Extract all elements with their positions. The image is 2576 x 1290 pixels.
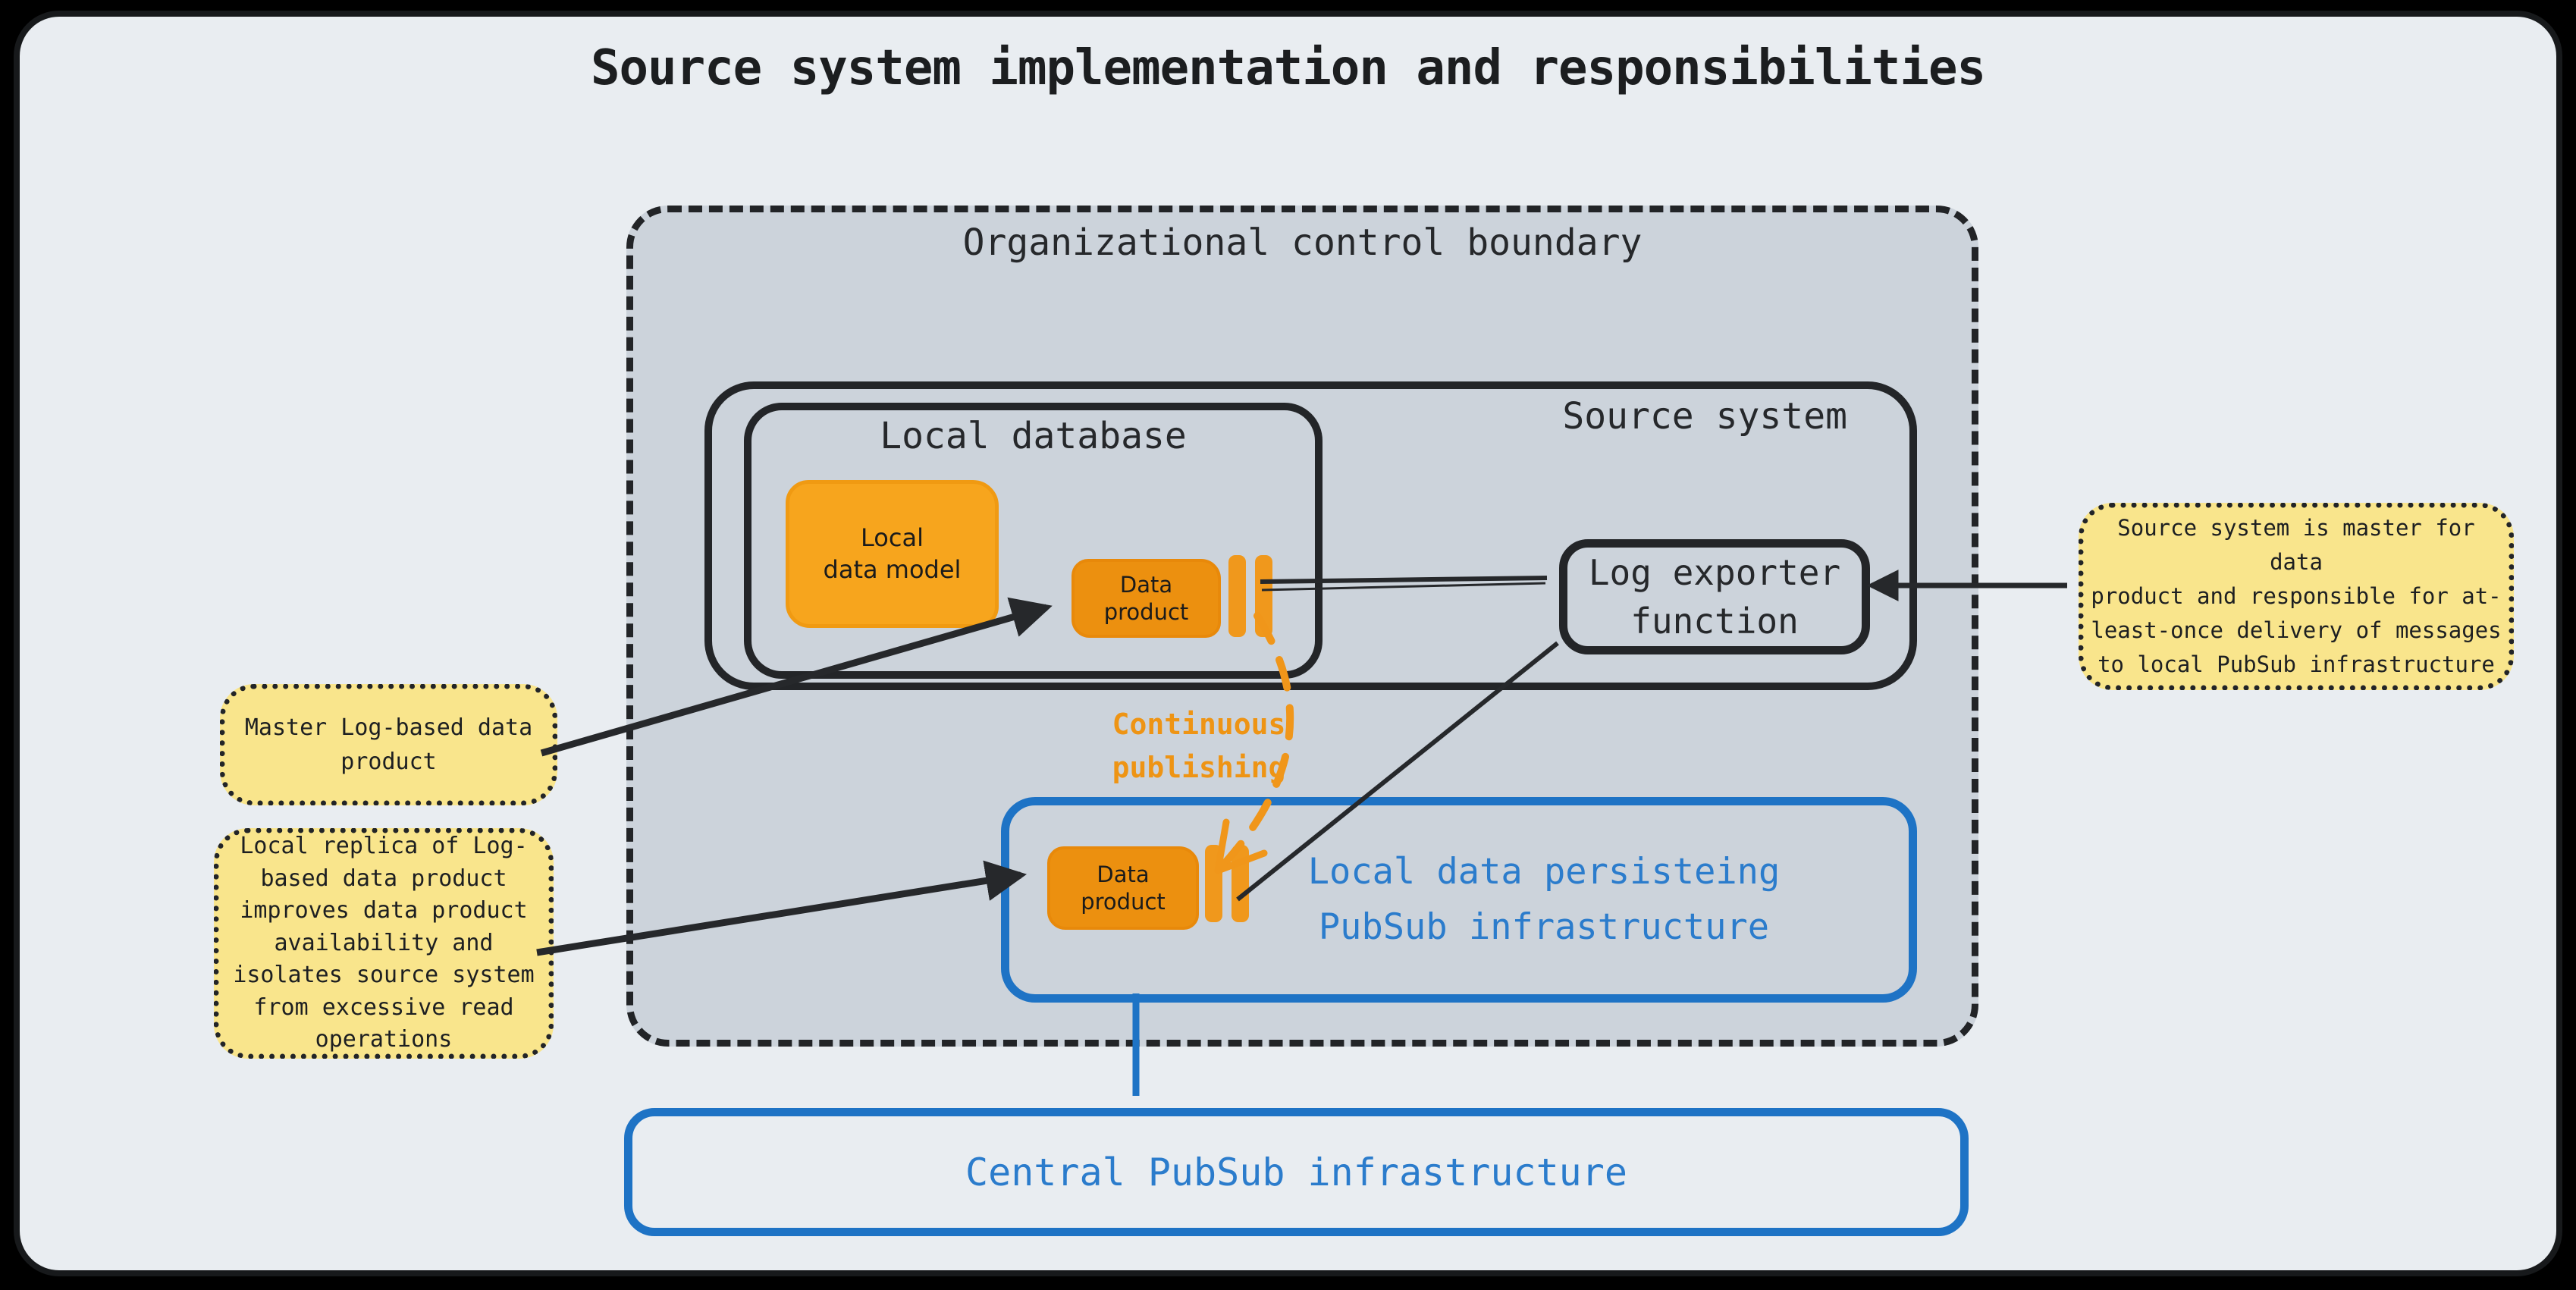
note-master-log-based-product: Master Log-based data product — [220, 684, 557, 805]
continuous-publishing-label: Continuous publishing — [1112, 708, 1286, 784]
diagram-title: Source system implementation and respons… — [590, 40, 1986, 96]
log-bar-icon — [1228, 555, 1246, 637]
data-product-master-box: Data product — [1072, 559, 1221, 638]
event-log-bars-icon — [1228, 555, 1272, 637]
data-product-replica-box: Data product — [1047, 846, 1199, 930]
note-local-replica-benefits: Local replica of Log- based data product… — [214, 828, 554, 1059]
log-bar-icon — [1255, 555, 1272, 637]
diagram-canvas: Source system implementation and respons… — [14, 11, 2562, 1276]
log-bar-icon — [1232, 845, 1249, 922]
note-source-system-responsibility: Source system is master for data product… — [2079, 503, 2514, 690]
log-bar-icon — [1205, 845, 1222, 922]
event-log-bars-icon — [1205, 845, 1249, 922]
local-pubsub-infrastructure-label: Local data persisteing PubSub infrastruc… — [1307, 850, 1781, 948]
local-data-model-box: Local data model — [786, 480, 999, 628]
local-database-label: Local database — [880, 415, 1187, 457]
central-pubsub-infrastructure-box: Central PubSub infrastructure — [624, 1108, 1969, 1236]
organizational-control-boundary-label: Organizational control boundary — [962, 221, 1643, 264]
log-exporter-function-box: Log exporter function — [1559, 539, 1870, 654]
source-system-label: Source system — [1562, 395, 1847, 438]
